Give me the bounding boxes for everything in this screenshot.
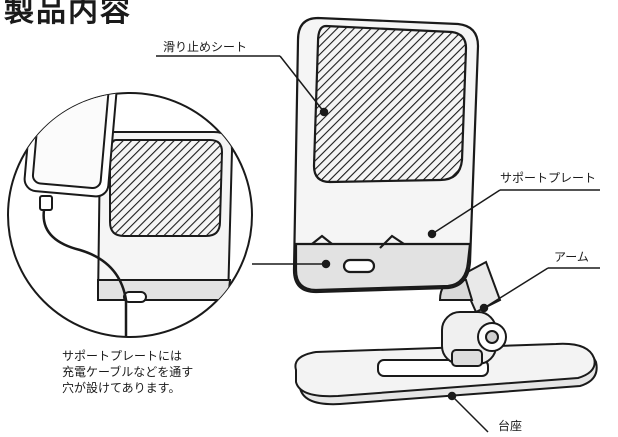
leader-lines <box>156 55 600 433</box>
cable-hole-note: サポートプレートには 充電ケーブルなどを通す 穴が設けてあります。 <box>62 348 193 396</box>
support-plate <box>292 16 480 294</box>
base-stand <box>294 342 598 406</box>
note-line-2: 充電ケーブルなどを通す <box>62 365 194 379</box>
smartphone <box>23 93 121 198</box>
note-line-3: 穴が設けてあります。 <box>62 381 181 395</box>
heading: 製品内容 <box>4 0 132 29</box>
detail-circle <box>7 92 253 338</box>
label-base: 台座 <box>498 419 523 433</box>
label-support-plate: サポートプレート <box>500 171 597 185</box>
note-line-1: サポートプレートには <box>62 349 183 363</box>
label-non-slip-sheet: 滑り止めシート <box>163 40 248 54</box>
label-arm: アーム <box>554 250 589 264</box>
